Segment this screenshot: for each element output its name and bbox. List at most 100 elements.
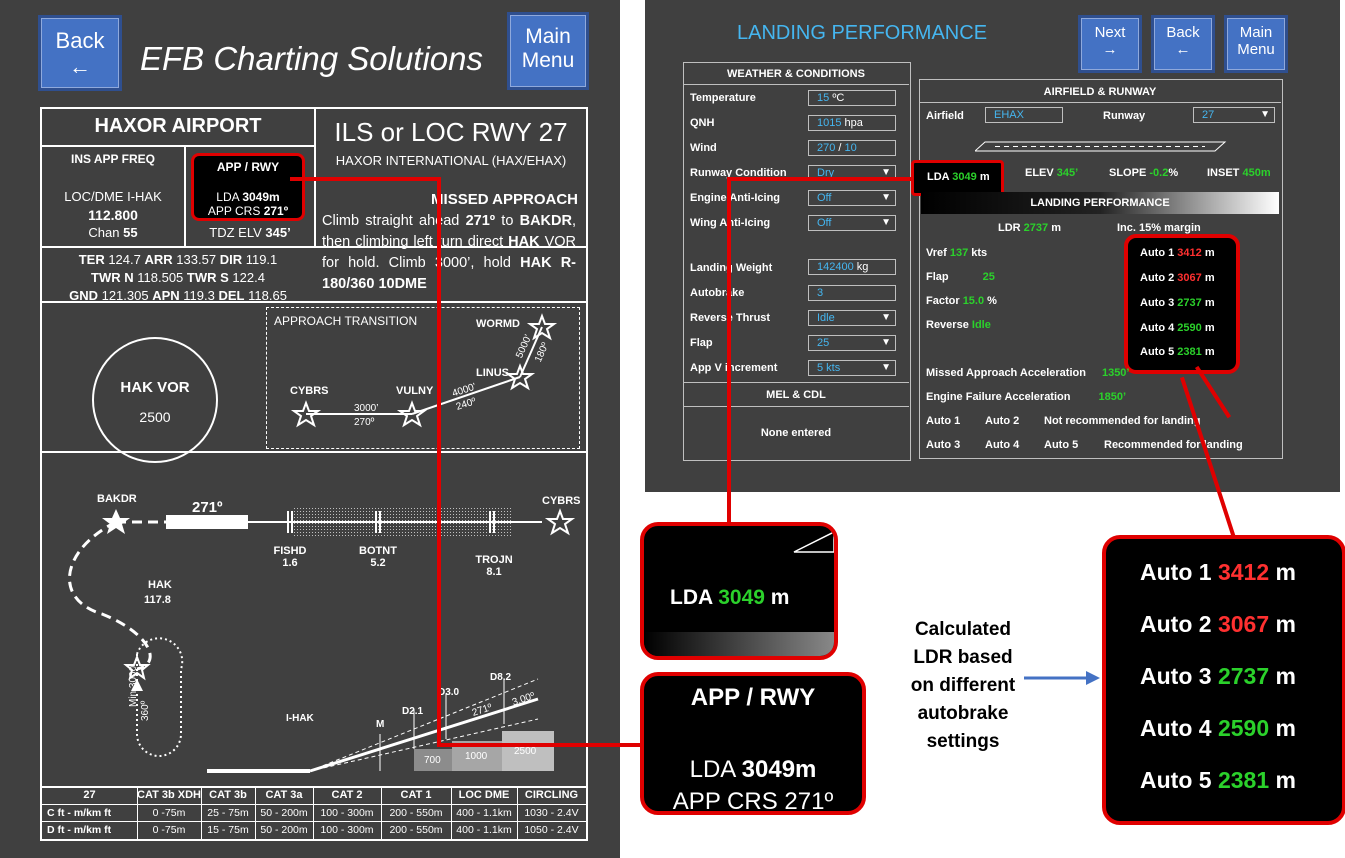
next-button[interactable]: Next → <box>1078 15 1142 73</box>
hak-freq: 117.8 <box>144 594 171 606</box>
hak-vor-circle <box>92 337 218 463</box>
app-rwy-zoom-callout: APP / RWY LDA 3049m APP CRS 271º <box>640 672 866 815</box>
landing-weight-label: Landing Weight <box>690 262 773 274</box>
runway-condition-label: Runway Condition <box>690 167 787 179</box>
mel-cdl-header: MEL & CDL <box>766 389 826 401</box>
inset-value: INSET 450m <box>1207 167 1271 179</box>
landing-weight-field[interactable]: 142400 kg <box>808 259 896 275</box>
minima-table: 27 CAT 3b XDH CAT 3b CAT 3a CAT 2 CAT 1 … <box>42 786 586 839</box>
wind-field[interactable]: 270 / 10 <box>808 140 896 156</box>
hak-vor-alt: 2500 <box>139 409 171 425</box>
approach-title: ILS or LOC RWY 27 <box>334 117 568 147</box>
perf-header-bar <box>921 192 1279 214</box>
auto-2-result: Auto 2 3067 m <box>1140 272 1215 284</box>
auto-5-result: Auto 5 2381 m <box>1140 346 1215 358</box>
qnh-field[interactable]: 1015 hpa <box>808 115 896 131</box>
app-rwy-zoom-lda: LDA 3049m <box>689 756 817 783</box>
flap-select[interactable]: 25▼ <box>808 335 896 351</box>
approach-transition-box <box>266 307 580 449</box>
minima-row-c: C ft - m/km ft 0 -75m 25 - 75m 50 - 200m… <box>47 807 579 819</box>
lda-zoom-callout: LDA 3049 m <box>640 522 838 660</box>
final-course: 271º <box>192 499 223 516</box>
legend-red-auto-2: Auto 2 <box>985 415 1020 427</box>
approach-subtitle: HAXOR INTERNATIONAL (HAX/EHAX) <box>335 153 567 168</box>
app-lda: LDA 3049m <box>216 190 280 204</box>
profile-d21: D2.1 <box>402 706 424 717</box>
auto-5-zoom: Auto 5 2381 m <box>1140 767 1296 793</box>
reverse-thrust-select[interactable]: Idle▼ <box>808 310 896 326</box>
auto-4-result: Auto 4 2590 m <box>1140 322 1215 334</box>
temperature-field[interactable]: 15 ºC <box>808 90 896 106</box>
panel-title: LANDING PERFORMANCE <box>737 22 988 44</box>
dropdown-arrow-icon: ▼ <box>881 312 891 323</box>
annotation-arrow-icon <box>1024 671 1100 685</box>
legend-green-auto-4: Auto 4 <box>985 439 1020 451</box>
dropdown-arrow-icon: ▼ <box>1260 109 1270 120</box>
runway-diagram <box>975 141 1227 152</box>
runway-select[interactable]: 27▼ <box>1193 107 1275 123</box>
wind-label: Wind <box>690 142 717 154</box>
autobrake-field[interactable]: 3 <box>808 285 896 301</box>
leg1-alt: 3000’ <box>354 403 379 414</box>
next-arrow-icon: → <box>1102 41 1118 58</box>
dropdown-arrow-icon: ▼ <box>881 167 891 178</box>
profile-d30: D3.0 <box>438 687 460 698</box>
mel-cdl-value: None entered <box>760 427 832 439</box>
connector-line <box>290 177 440 181</box>
chart-back-button[interactable]: Back ← <box>38 15 122 91</box>
hold-alt: Min 3000’ <box>128 663 139 707</box>
freq-line-3: GND 121.305 APN 119.3 DEL 118.65 <box>69 288 287 303</box>
chart-main-menu-button[interactable]: Main Menu <box>507 12 589 90</box>
app-title: EFB Charting Solutions <box>140 40 484 77</box>
legend-green-text: Recommended for landing <box>1104 439 1243 451</box>
app-v-increment-label: App V increment <box>690 362 778 374</box>
legend-green-auto-5: Auto 5 <box>1044 439 1079 451</box>
chart-drawing <box>68 313 576 773</box>
ldr-value: LDR 2737 m <box>998 222 1061 234</box>
loc-dme: LOC/DME I-HAK <box>64 189 162 204</box>
autobrake-results-box: Auto 1 3412 m Auto 2 3067 m Auto 3 2737 … <box>1124 234 1240 374</box>
dropdown-arrow-icon: ▼ <box>881 337 891 348</box>
approach-transition-label: APPROACH TRANSITION <box>274 314 418 328</box>
waypoint-cybrs-2: CYBRS <box>542 495 581 507</box>
engine-anti-icing-select[interactable]: Off▼ <box>808 190 896 206</box>
annotation-text: Calculated LDR based on different autobr… <box>910 619 1016 752</box>
qnh-label: QNH <box>690 117 715 129</box>
profile-m: M <box>376 719 385 730</box>
waypoint-bakdr: BAKDR <box>97 493 137 505</box>
chan: Chan 55 <box>88 225 138 240</box>
ins-app-freq-label: INS APP FREQ <box>70 152 156 166</box>
airport-name: HAXOR AIRPORT <box>94 115 262 137</box>
margin-note: Inc. 15% margin <box>1117 222 1201 234</box>
tdz-elv: TDZ ELV 345’ <box>209 225 291 240</box>
wing-anti-icing-select[interactable]: Off▼ <box>808 215 896 231</box>
legend-red-auto-1: Auto 1 <box>926 415 961 427</box>
autobrake-zoom-callout: Auto 1 3412 m Auto 2 3067 m Auto 3 2737 … <box>1102 535 1345 825</box>
waypoint-wormd: WORMD <box>476 318 520 330</box>
app-v-increment-select[interactable]: 5 kts▼ <box>808 360 896 376</box>
airfield-field[interactable]: EHAX <box>985 107 1063 123</box>
airfield-runway-section <box>919 79 1283 459</box>
main-menu-button[interactable]: Main Menu <box>1224 15 1288 73</box>
back-arrow-icon: ← <box>1175 41 1191 58</box>
main-label: Main <box>1239 24 1273 41</box>
minima-row-d: D ft - m/km ft 0 -75m 15 - 75m 50 - 200m… <box>47 824 579 836</box>
weather-header: WEATHER & CONDITIONS <box>727 68 865 80</box>
airfield-runway-header: AIRFIELD & RUNWAY <box>1043 86 1157 98</box>
connector-line <box>727 181 731 525</box>
factor-value: Factor 15.0 % <box>926 295 997 307</box>
back-arrow-icon: ← <box>69 54 91 79</box>
hak-label: HAK <box>148 579 172 591</box>
profile-alt-2500: 2500 <box>514 746 537 757</box>
missed-approach-title: MISSED APPROACH <box>431 191 578 208</box>
chart-frame: HAXOR AIRPORT ILS or LOC RWY 27 HAXOR IN… <box>40 107 588 841</box>
dropdown-arrow-icon: ▼ <box>881 192 891 203</box>
slope-value: SLOPE -0.2% <box>1109 167 1179 179</box>
auto-3-result: Auto 3 2737 m <box>1140 297 1215 309</box>
dropdown-arrow-icon: ▼ <box>881 362 891 373</box>
back-button[interactable]: Back ← <box>1151 15 1215 73</box>
app-rwy-zoom-label: APP / RWY <box>690 684 816 711</box>
lda-zoom-text: LDA 3049 m <box>670 586 790 609</box>
